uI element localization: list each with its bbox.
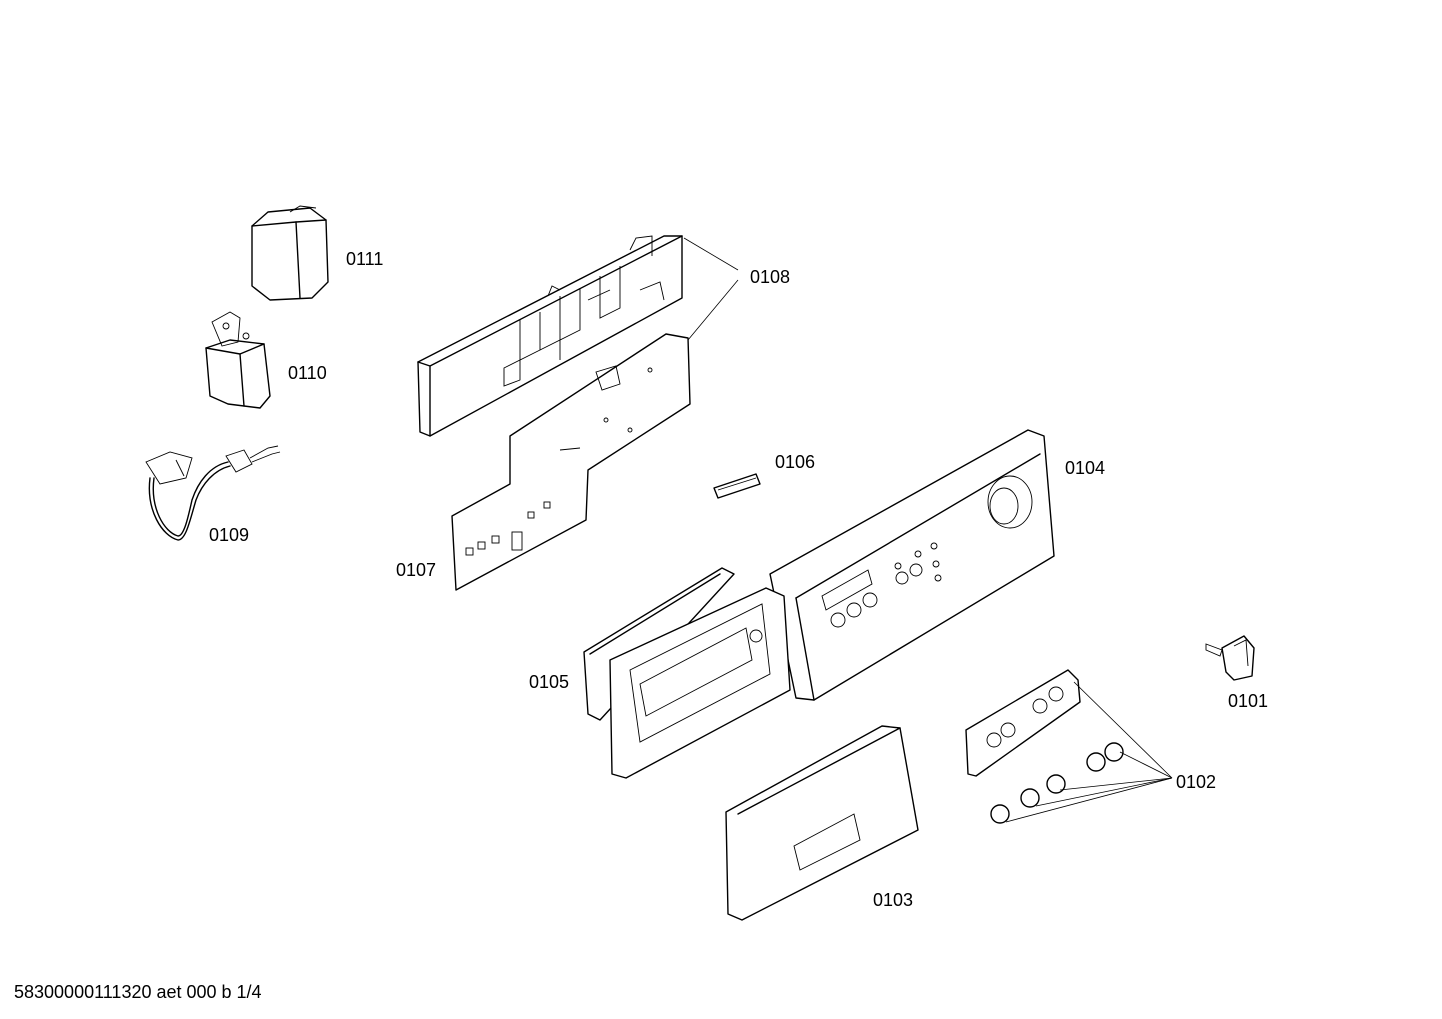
part-0105-drawing — [583, 567, 791, 779]
part-label-0106: 0106 — [775, 452, 816, 472]
leader-lines — [683, 237, 1173, 823]
part-label-0102: 0102 — [1176, 772, 1217, 792]
part-0109-drawing — [145, 445, 281, 541]
part-label-0104: 0104 — [1065, 458, 1106, 478]
part-label-0101: 0101 — [1228, 691, 1269, 711]
part-label-0103: 0103 — [873, 890, 914, 910]
drawing-reference-footer: 58300000111320 aet 000 b 1/4 — [14, 982, 262, 1002]
part-0103-drawing — [725, 725, 919, 921]
part-label-0107: 0107 — [396, 560, 437, 580]
part-0101-drawing — [1205, 635, 1255, 681]
part-0107-drawing — [451, 333, 691, 591]
part-label-0111: 0111 — [346, 249, 384, 269]
part-0108-drawing — [417, 235, 683, 437]
part-label-0108: 0108 — [750, 267, 791, 287]
part-0110-drawing — [205, 311, 271, 409]
part-0102-drawing — [965, 669, 1124, 824]
part-0111-drawing — [251, 205, 329, 301]
part-label-0105: 0105 — [529, 672, 570, 692]
part-0106-drawing — [713, 473, 761, 499]
part-label-0109: 0109 — [209, 525, 250, 545]
part-0104-drawing — [769, 429, 1055, 701]
part-label-0110: 0110 — [288, 363, 327, 383]
